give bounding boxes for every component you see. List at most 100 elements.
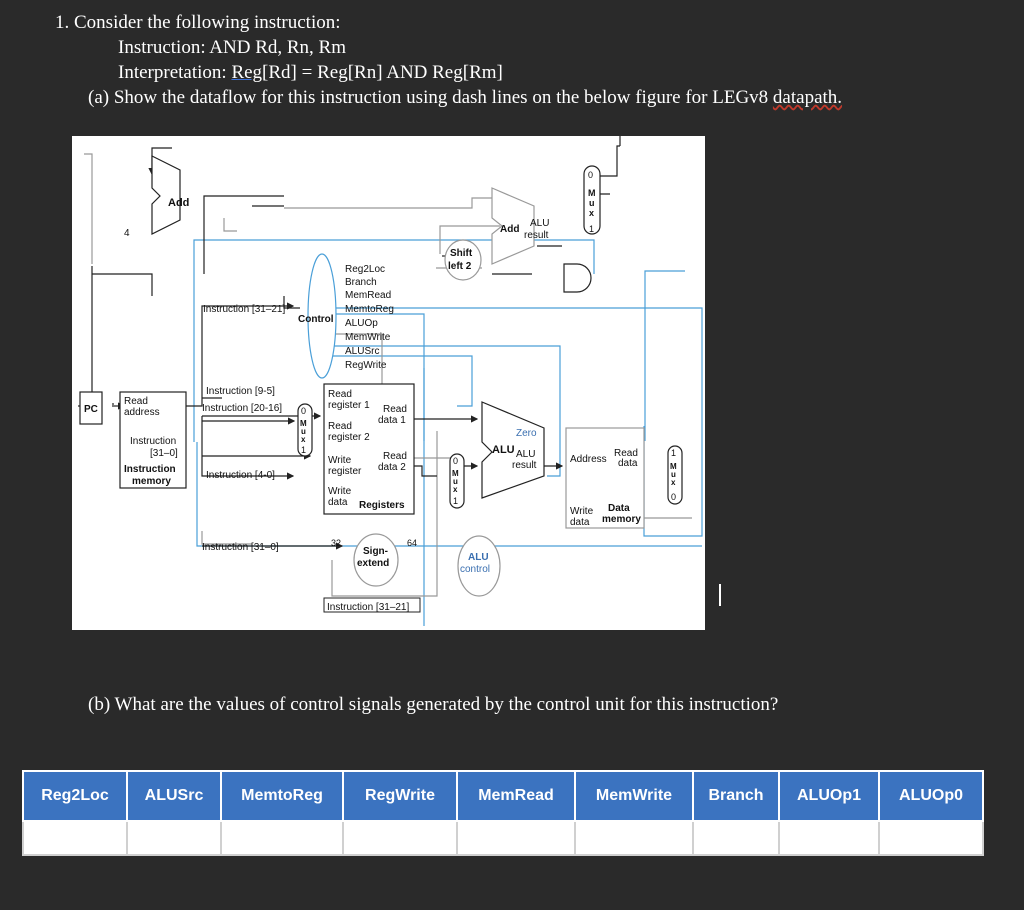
branch-result-label: result <box>524 230 549 241</box>
legv8-datapath-figure[interactable]: Add 4 Add ALU result 0 M u x 1 Shift lef… <box>72 136 705 630</box>
mux-top-u: u <box>589 198 595 208</box>
sign-extend-label-a: Sign- <box>363 546 388 557</box>
answer-cell-memtoreg[interactable] <box>220 820 344 856</box>
sign-extend-label-b: extend <box>357 558 389 569</box>
question-line-2: Instruction: AND Rd, Rn, Rm <box>118 37 347 58</box>
mux-top-x: x <box>589 208 594 218</box>
instr-4-0-label: Instruction [4-0] <box>206 470 275 481</box>
alu-control-label-b: control <box>460 564 490 575</box>
pc-mux <box>583 165 601 235</box>
memtoreg-mux-x: x <box>671 478 676 487</box>
rd1-label-a: Read <box>383 404 407 415</box>
question-part-a: (a) Show the dataflow for this instructi… <box>88 87 842 109</box>
header-memtoreg: MemtoReg <box>220 770 344 822</box>
answer-cell-branch[interactable] <box>692 820 780 856</box>
instr-20-16-label: Instruction [20-16] <box>202 403 282 414</box>
control-label: Control <box>298 314 334 325</box>
answer-cell-memwrite[interactable] <box>574 820 694 856</box>
question-line-1: 1. Consider the following instruction: <box>55 12 341 33</box>
part-a-text: (a) Show the dataflow for this instructi… <box>88 87 773 108</box>
memtoreg-mux-0: 0 <box>671 492 676 502</box>
branch-add-label: Add <box>500 224 519 235</box>
main-alu <box>481 401 545 499</box>
alu-control <box>457 535 501 597</box>
reg2loc-mux <box>297 403 313 457</box>
rd2-label-b: data 2 <box>378 462 406 473</box>
alusrc-mux-x: x <box>453 485 458 494</box>
rr2-label-b: register 2 <box>328 432 370 443</box>
control-unit <box>307 253 337 379</box>
instr-31-0-label: Instruction [31–0] <box>202 542 279 553</box>
dmem-write-label-b: data <box>570 517 590 528</box>
wd-label-a: Write <box>328 486 352 497</box>
shift-label-2: left 2 <box>448 261 472 272</box>
imem-address-label: address <box>124 407 160 418</box>
mux-top-m: M <box>588 188 596 198</box>
alusrc-mux-m: M <box>452 469 459 478</box>
alusrc-mux-0: 0 <box>453 456 458 466</box>
answer-cell-regwrite[interactable] <box>342 820 458 856</box>
answer-cell-memread[interactable] <box>456 820 576 856</box>
header-memread: MemRead <box>456 770 576 822</box>
dmem-read-label-a: Read <box>614 448 638 459</box>
memtoreg-mux-1: 1 <box>671 448 676 458</box>
table-header-row: Reg2Loc ALUSrc MemtoReg RegWrite MemRead… <box>22 770 984 822</box>
signal-branch: Branch <box>345 277 377 288</box>
memtoreg-mux <box>667 445 683 505</box>
control-signal-table: Reg2Loc ALUSrc MemtoReg RegWrite MemRead… <box>22 770 984 856</box>
reg2loc-mux-1: 1 <box>301 445 306 455</box>
datapath-svg: Add 4 Add ALU result 0 M u x 1 Shift lef… <box>78 136 703 626</box>
instr-9-5-label: Instruction [9-5] <box>206 386 275 397</box>
alusrc-mux <box>449 453 465 509</box>
shift-label: Shift <box>450 248 473 259</box>
memtoreg-mux-u: u <box>671 470 676 479</box>
register-file <box>323 383 415 515</box>
wd-label-b: data <box>328 497 348 508</box>
answer-cell-aluop0[interactable] <box>878 820 984 856</box>
interpretation-label: Interpretation: <box>118 62 232 83</box>
signal-memtoreg: MemtoReg <box>345 304 394 315</box>
imem-instruction-label: Instruction <box>130 436 176 447</box>
dmem-title-a: Data <box>608 503 630 514</box>
memtoreg-mux-m: M <box>670 462 677 471</box>
signal-memread: MemRead <box>345 290 391 301</box>
text-cursor <box>719 584 721 606</box>
alu-result-label-a: ALU <box>516 449 535 460</box>
table-answer-row <box>22 820 984 856</box>
alusrc-mux-1: 1 <box>453 496 458 506</box>
header-reg2loc: Reg2Loc <box>22 770 128 822</box>
dmem-write-label-a: Write <box>570 506 594 517</box>
answer-cell-reg2loc[interactable] <box>22 820 128 856</box>
datapath-word: datapath. <box>772 87 843 108</box>
signal-aluop: ALUOp <box>345 318 378 329</box>
pc-adder <box>151 155 181 235</box>
reg2loc-mux-m: M <box>300 419 307 428</box>
signal-regwrite: RegWrite <box>345 360 387 371</box>
answer-cell-aluop1[interactable] <box>778 820 880 856</box>
wr-label-b: register <box>328 466 362 477</box>
instr-31-21-box <box>323 597 421 613</box>
reg2loc-mux-x: x <box>301 435 306 444</box>
dmem-read-label-b: data <box>618 458 638 469</box>
wr-label-a: Write <box>328 455 352 466</box>
sign-extend <box>353 533 399 587</box>
data-memory <box>565 427 645 529</box>
reg2loc-mux-u: u <box>301 427 306 436</box>
reg2loc-mux-0: 0 <box>301 406 306 416</box>
pc-label: PC <box>84 404 98 415</box>
mux-top-0: 0 <box>588 170 593 180</box>
bits-32-label: 32 <box>331 538 341 548</box>
interpretation-expr: [Rd] = Reg[Rn] AND Reg[Rm] <box>262 62 503 83</box>
imem-title-1: Instruction <box>124 464 176 475</box>
pc-register <box>79 391 103 425</box>
bits-64-label: 64 <box>407 538 417 548</box>
answer-cell-alusrc[interactable] <box>126 820 222 856</box>
mux-top-1: 1 <box>589 224 594 234</box>
instruction-memory <box>119 391 187 489</box>
header-branch: Branch <box>692 770 780 822</box>
rd1-label-b: data 1 <box>378 415 406 426</box>
instr-31-21-label: Instruction [31–21] <box>203 304 285 315</box>
header-regwrite: RegWrite <box>342 770 458 822</box>
instr-31-21-bottom-label: Instruction [31–21] <box>327 602 409 613</box>
signal-alusrc: ALUSrc <box>345 346 379 357</box>
